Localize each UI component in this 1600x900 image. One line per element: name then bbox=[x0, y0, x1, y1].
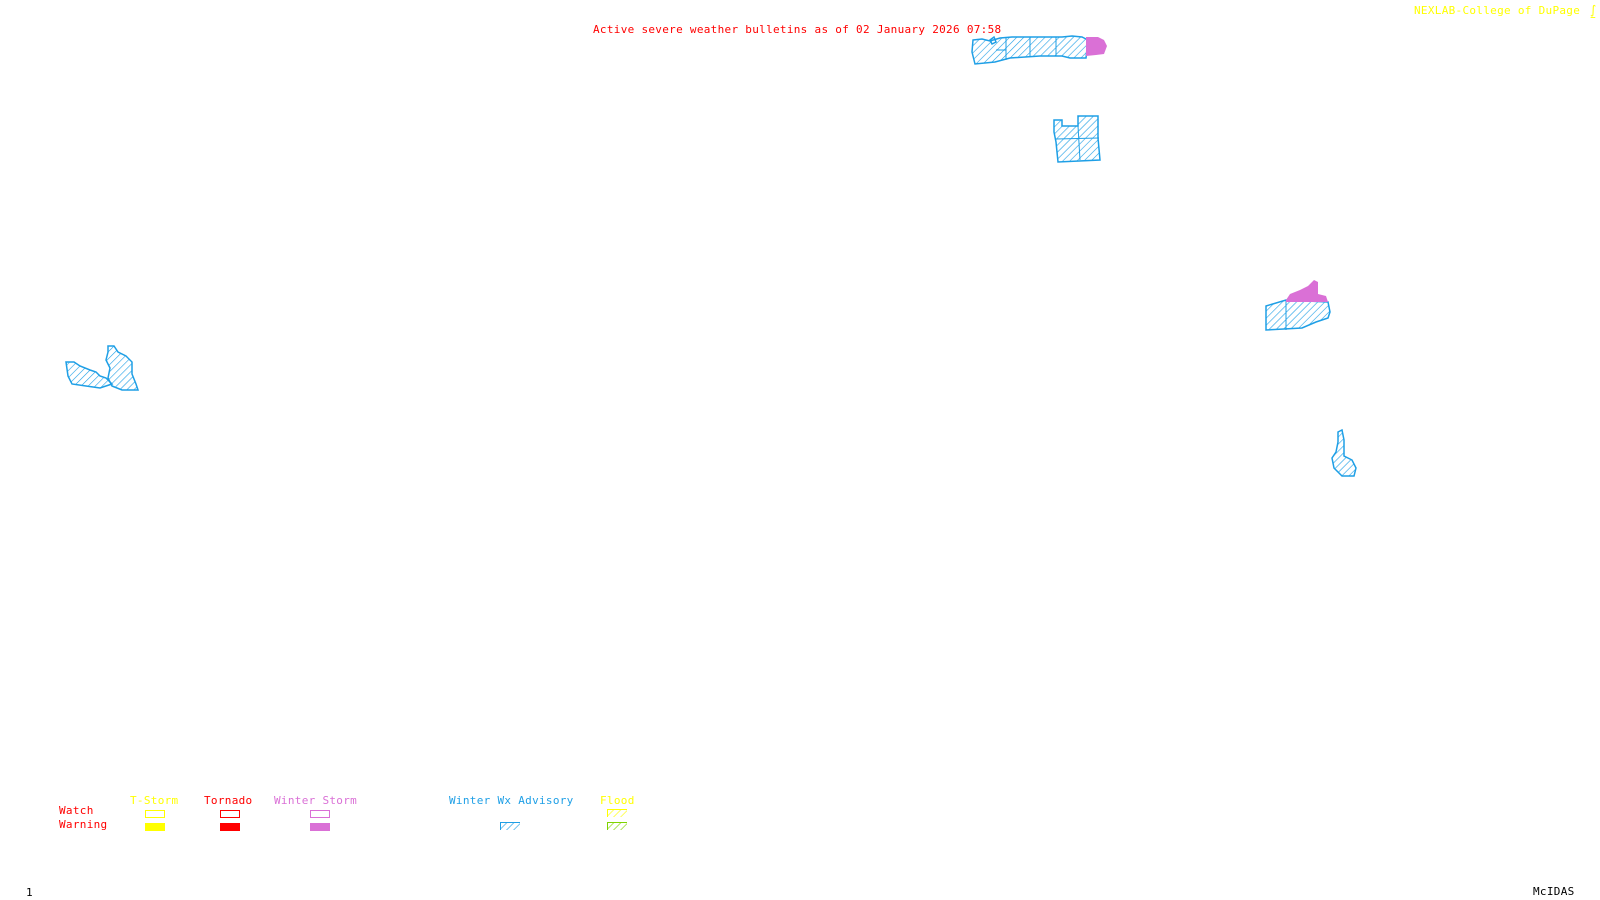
legend-watch-label: Watch bbox=[59, 804, 94, 817]
map-title: Active severe weather bulletins as of 02… bbox=[593, 23, 1002, 36]
credit-text: NEXLAB-College of DuPage bbox=[1414, 4, 1581, 17]
legend-tstorm-warning-swatch bbox=[145, 823, 165, 831]
advisory-area-upper-midwest bbox=[1053, 115, 1101, 163]
advisory-area-appalachians bbox=[1331, 428, 1357, 477]
legend-winter-storm-warning-swatch bbox=[310, 823, 330, 831]
legend-flood-label: Flood bbox=[600, 794, 635, 807]
legend-tornado-watch-swatch bbox=[220, 810, 240, 818]
legend-tornado-label: Tornado bbox=[204, 794, 253, 807]
legend-winter-storm-label: Winter Storm bbox=[274, 794, 358, 807]
winter-storm-warning-area-great-lakes bbox=[1286, 280, 1328, 302]
advisory-area-west bbox=[65, 345, 140, 391]
legend-tstorm-label: T-Storm bbox=[130, 794, 179, 807]
legend-tornado-warning-swatch bbox=[220, 823, 240, 831]
frame-number: 1 bbox=[26, 886, 33, 899]
nexlab-logo-icon: ⨜ bbox=[1590, 3, 1597, 17]
legend-winter-storm-watch-swatch bbox=[310, 810, 330, 818]
winter-storm-warning-area-north-central bbox=[1086, 37, 1107, 56]
legend-flood-warning-swatch bbox=[607, 822, 627, 830]
software-label: McIDAS bbox=[1533, 885, 1575, 898]
legend-tstorm-watch-swatch bbox=[145, 810, 165, 818]
advisory-area-north-central bbox=[971, 35, 1089, 65]
legend-winter-wx-advisory-label: Winter Wx Advisory bbox=[449, 794, 574, 807]
advisory-area-great-lakes bbox=[1265, 299, 1331, 331]
legend-winter-wx-advisory-swatch bbox=[500, 822, 520, 830]
legend-flood-watch-swatch bbox=[607, 809, 627, 817]
legend-warning-label: Warning bbox=[59, 818, 108, 831]
